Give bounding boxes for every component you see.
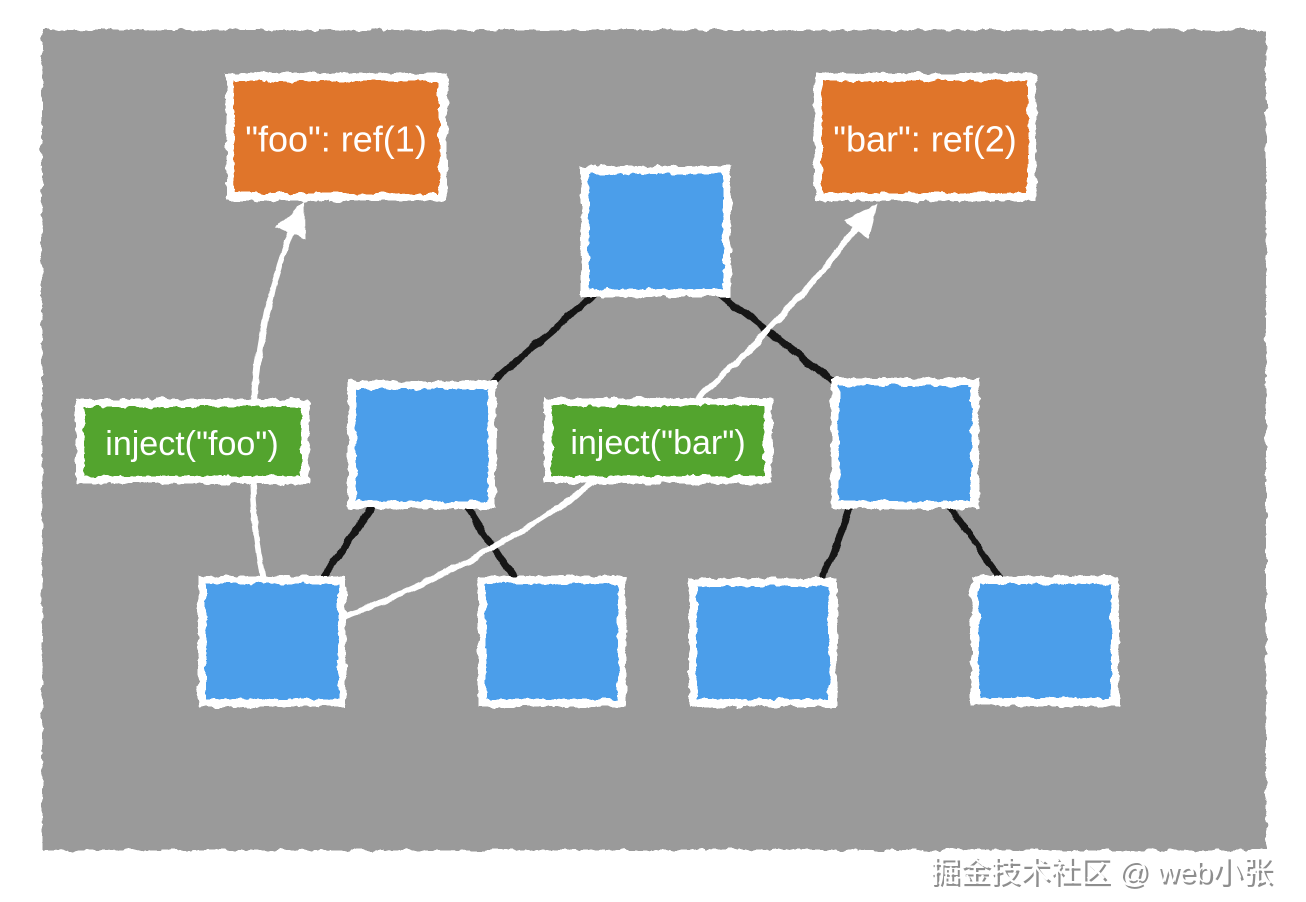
inject-bar-label: inject("bar") [570,424,745,462]
inject-bar-arrowhead-icon [843,203,877,240]
component-node-leaf4 [971,576,1119,706]
provide-foo-label: "foo": ref(1) [245,119,427,160]
tree-edge-right-child-to-leaf4 [946,504,1004,582]
tree-edges [320,291,1004,582]
tree-edge-left-child-to-leaf1 [320,504,375,581]
inject-foo-arrow-shaft [248,206,304,582]
provide-foo-box: "foo": ref(1) [226,73,447,201]
provide-bar-rect [814,73,1036,201]
component-node-leaf1 [198,576,346,707]
component-node-right-child [831,378,979,509]
watermark: 掘金技术社区 @ web小张 掘金技术社区 @ web小张 [930,856,1275,892]
inject-foo-label: inject("foo") [105,425,278,463]
component-node-root [581,166,731,297]
component-node-left-child [348,381,496,509]
provide-bar-label: "bar": ref(2) [833,119,1017,160]
component-tree-nodes [198,166,1119,707]
inject-foo-box: inject("foo") [76,399,309,484]
inject-bar-rect [544,398,772,484]
component-node-leaf2 [478,576,626,707]
provide-bar-box: "bar": ref(2) [814,73,1036,201]
inject-bar-box: inject("bar") [544,398,772,484]
tree-edge-left-child-to-leaf2 [464,504,517,581]
tree-edge-right-child-to-leaf3 [819,504,855,582]
inject-foo-rect [76,399,309,484]
tree-edge-root-to-right-child [717,291,841,388]
inject-foo-arrow [248,202,306,582]
tree-edge-root-to-left-child [485,291,598,389]
watermark-shadow-text: 掘金技术社区 @ web小张 [932,859,1274,892]
provide-foo-rect [226,73,447,201]
watermark-text: 掘金技术社区 @ web小张 [930,856,1272,889]
component-node-leaf3 [689,578,837,707]
inject-foo-arrowhead-icon [276,202,306,240]
